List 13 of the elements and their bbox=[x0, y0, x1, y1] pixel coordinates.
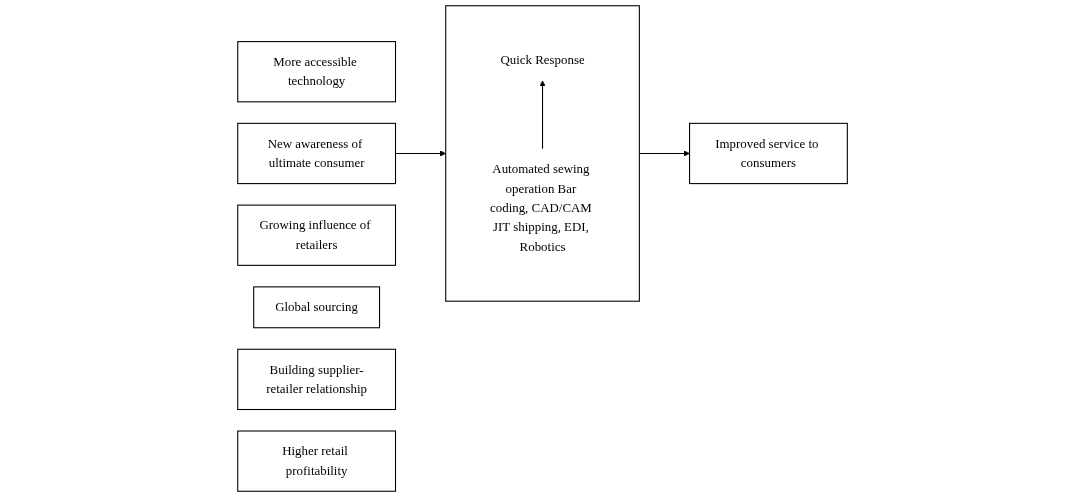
node-box: Improved service to consumers bbox=[689, 122, 849, 185]
node-box: Growing influence of retailers bbox=[237, 204, 397, 266]
arrow bbox=[395, 150, 447, 157]
arrow bbox=[639, 150, 691, 157]
node-box: Building supplier-retailer relationship bbox=[237, 348, 397, 411]
cluster bbox=[445, 5, 641, 302]
node-box: Global sourcing bbox=[253, 286, 381, 329]
node-box: Higher retail profitability bbox=[237, 430, 397, 492]
arrow bbox=[539, 80, 547, 150]
node-box: New awareness of ultimate consumer bbox=[237, 122, 397, 185]
node-box: More accessible technology bbox=[237, 41, 397, 103]
node-text: Automated sewing operation Bar coding, CAD/CAM JIT shipping, EDI, Robotics bbox=[490, 161, 593, 254]
node-text: Quick Response bbox=[500, 52, 586, 68]
